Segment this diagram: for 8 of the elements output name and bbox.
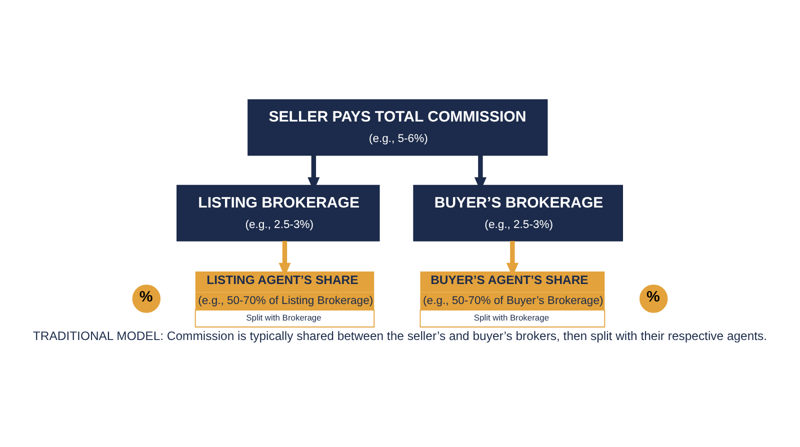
node-box: LISTING BROKERAGE (e.g., 2.5-3%) bbox=[176, 184, 380, 242]
node-box: BUYER’S BROKERAGE (e.g., 2.5-3%) bbox=[413, 184, 623, 242]
arrow bbox=[506, 240, 519, 277]
node-circle: % bbox=[638, 282, 670, 315]
arrow bbox=[278, 240, 291, 277]
caption: TRADITIONAL MODEL: Commission is typically shared between the seller’s and buyer’s brokers, then split with their respective agents. bbox=[32, 329, 768, 344]
node-box: SELLER PAYS TOTAL COMMISSION (e.g., 5-6%) bbox=[248, 99, 548, 156]
node-circle: % bbox=[130, 282, 162, 315]
